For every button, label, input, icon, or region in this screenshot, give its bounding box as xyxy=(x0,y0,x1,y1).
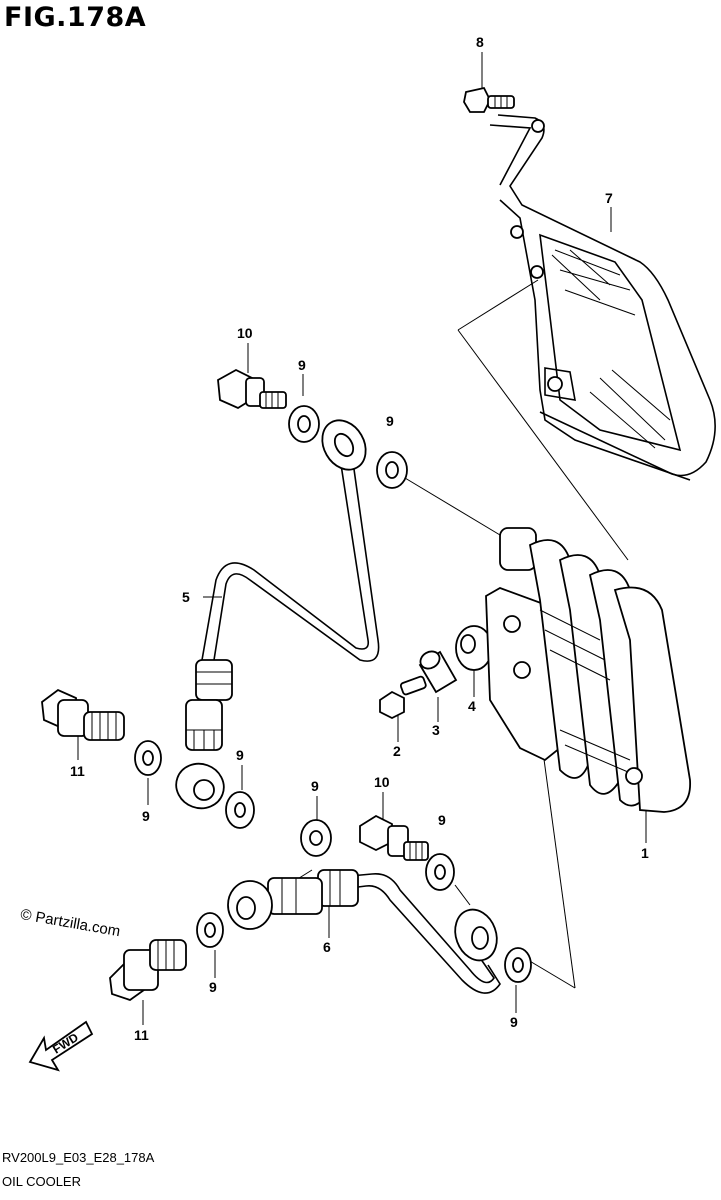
callout-9-b: 9 xyxy=(386,413,394,429)
callout-1: 1 xyxy=(641,845,649,861)
oil-hose-part-5 xyxy=(175,419,380,810)
callout-6: 6 xyxy=(323,939,331,955)
cushion-part-4 xyxy=(455,625,493,671)
fwd-direction-arrow: FWD xyxy=(28,1020,94,1072)
callout-2: 2 xyxy=(393,743,401,759)
callout-9-c: 9 xyxy=(142,808,150,824)
figure-title: FIG.178A xyxy=(4,2,147,33)
union-bolt-part-10-lower xyxy=(359,814,429,861)
washers-part-9 xyxy=(134,405,532,983)
oil-hose-part-6 xyxy=(227,869,501,994)
callout-9-e: 9 xyxy=(311,778,319,794)
callout-9-f: 9 xyxy=(438,812,446,828)
guard-part-7 xyxy=(489,114,716,481)
callout-3: 3 xyxy=(432,722,440,738)
callout-9-h: 9 xyxy=(510,1014,518,1030)
callout-11-upper: 11 xyxy=(70,763,85,779)
leader-lines xyxy=(77,52,647,1025)
callout-8: 8 xyxy=(476,34,484,50)
union-bolt-part-10-upper xyxy=(217,368,287,410)
callout-11-lower: 11 xyxy=(134,1027,149,1043)
oil-cooler-part-1 xyxy=(485,527,691,813)
callout-7: 7 xyxy=(605,190,613,206)
callout-9-d: 9 xyxy=(236,747,244,763)
callout-numbers: 8 7 10 9 9 5 11 9 9 2 3 4 1 9 10 9 6 9 1… xyxy=(70,34,649,1043)
callout-10-lower: 10 xyxy=(374,774,390,790)
callout-4: 4 xyxy=(468,698,476,714)
callout-5: 5 xyxy=(182,589,190,605)
union-bolt-part-11-upper xyxy=(41,688,125,741)
union-bolt-part-11-lower xyxy=(109,939,187,1001)
callout-10-upper: 10 xyxy=(237,325,253,341)
figure-code: RV200L9_E03_E28_178A xyxy=(2,1150,155,1165)
bolt-part-2 xyxy=(379,675,427,720)
callout-9-g: 9 xyxy=(209,979,217,995)
figure-caption: OIL COOLER xyxy=(2,1174,81,1189)
bolt-part-8 xyxy=(463,86,515,113)
callout-9-a: 9 xyxy=(298,357,306,373)
collar-part-3 xyxy=(418,650,458,694)
